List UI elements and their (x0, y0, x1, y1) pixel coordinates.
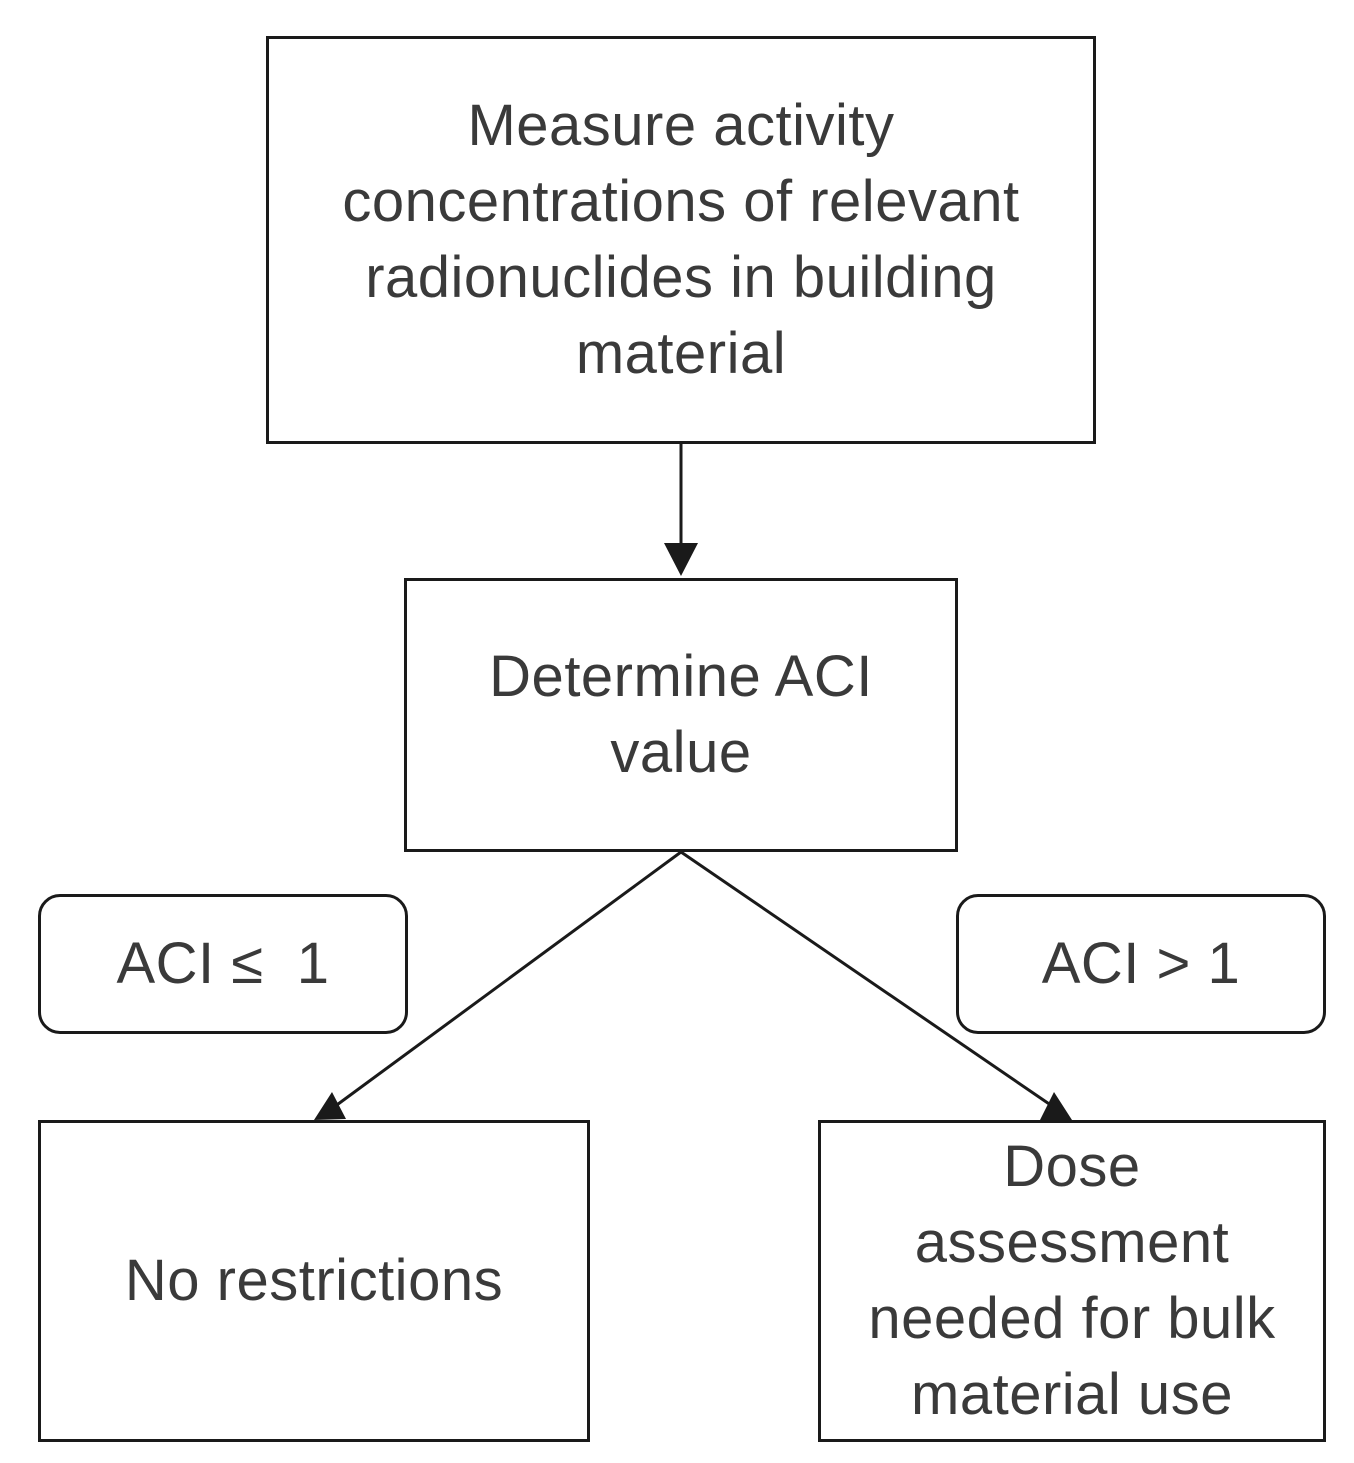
no-restrictions-text: No restrictions (124, 1248, 504, 1313)
measure-activity-node: Measure activity concentrations of relev… (266, 36, 1096, 444)
determine-aci-node: Determine ACI value (404, 578, 958, 852)
arrow-determine-to-dose-assessment (680, 850, 1059, 1112)
no-restrictions-node: No restrictions (38, 1120, 590, 1442)
condition-aci-le-1-text: ACI ≤ 1 (116, 931, 330, 996)
dose-assessment-text: Dose assessment needed for bulk material… (868, 1134, 1276, 1427)
arrow-determine-to-no-restrictions (329, 850, 682, 1112)
condition-aci-le-1: ACI ≤ 1 (38, 894, 408, 1034)
determine-aci-text: Determine ACI value (489, 644, 873, 785)
condition-aci-gt-1: ACI > 1 (956, 894, 1326, 1034)
measure-activity-text: Measure activity concentrations of relev… (342, 93, 1020, 386)
arrowhead-determine-to-dose-assessment (1040, 1092, 1072, 1120)
arrowhead-determine-to-no-restrictions (314, 1092, 346, 1120)
arrowhead-measure-to-determine (664, 543, 698, 576)
condition-aci-gt-1-text: ACI > 1 (1041, 931, 1241, 996)
dose-assessment-node: Dose assessment needed for bulk material… (818, 1120, 1326, 1442)
